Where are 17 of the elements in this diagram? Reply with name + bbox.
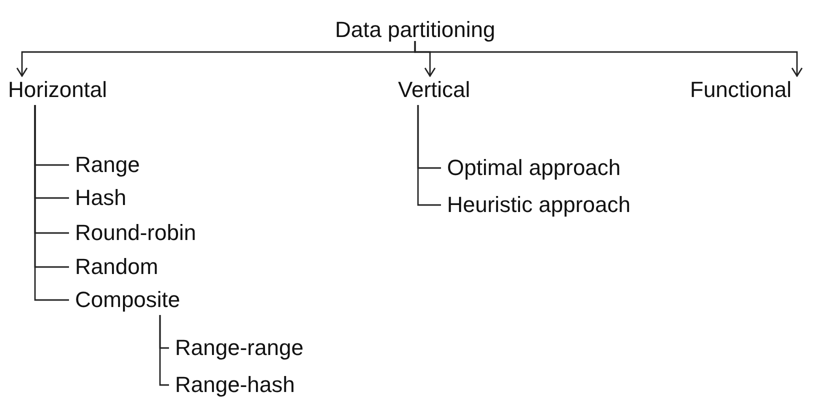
arrow (414, 41, 803, 77)
tree-item-label: Composite (75, 287, 180, 313)
connector-line (34, 105, 69, 301)
tree-item-label: Range-hash (175, 372, 295, 398)
category-label: Vertical (398, 77, 470, 103)
tree-item-label: Hash (75, 185, 126, 211)
tree-item-label: Range (75, 152, 140, 178)
category-label: Functional (690, 77, 792, 103)
tree-item-label: Range-range (175, 335, 304, 361)
connector-line (417, 105, 441, 206)
connector-line (159, 315, 169, 386)
tree-item-label: Random (75, 254, 158, 280)
root-label: Data partitioning (335, 17, 496, 43)
category-label: Horizontal (8, 77, 108, 103)
tree-item-label: Round-robin (75, 220, 196, 246)
tree-item-label: Optimal approach (447, 155, 621, 181)
tree-item-label: Heuristic approach (447, 192, 630, 218)
